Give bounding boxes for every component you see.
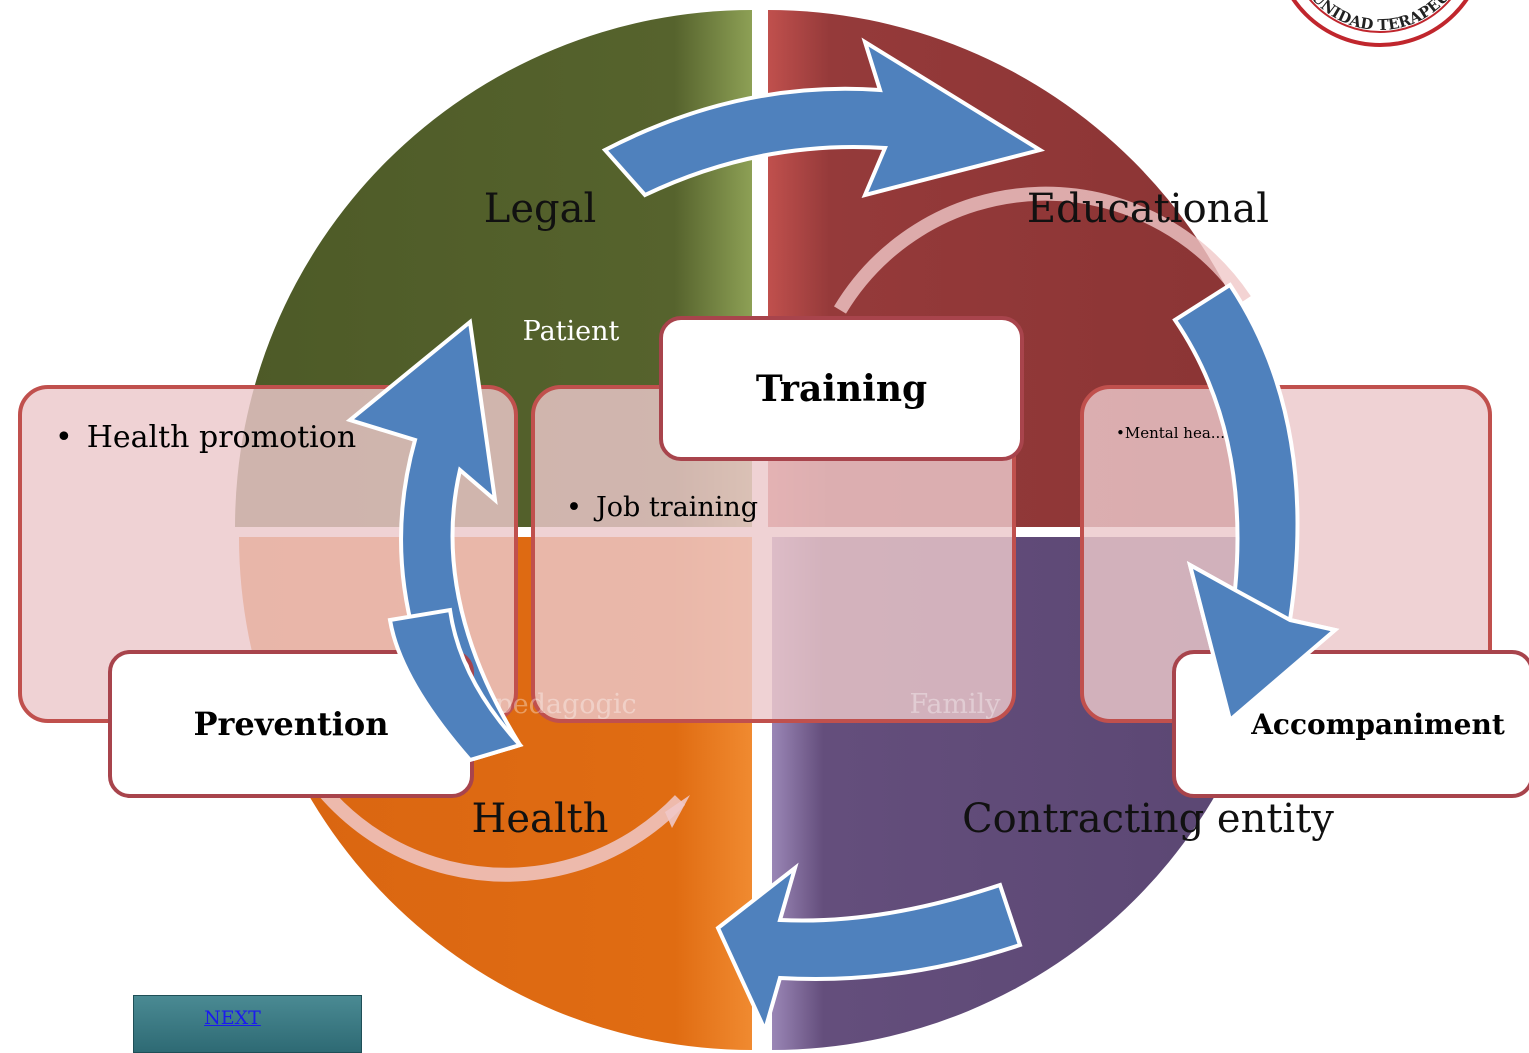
accompaniment-box: Accompaniment	[1172, 650, 1529, 798]
bullet-mental-health: •Mental hea...	[1116, 424, 1226, 442]
label-health: Health	[471, 796, 608, 842]
label-educational: Educational	[1027, 186, 1269, 232]
bullet-health-promotion: •Health promotion	[55, 420, 357, 455]
prevention-box: Prevention	[108, 650, 474, 798]
next-button[interactable]: NEXT	[133, 995, 362, 1053]
next-link[interactable]: NEXT	[204, 1007, 261, 1029]
bullet-job-training: •Job training	[566, 492, 759, 523]
label-contracting-entity: Contracting entity	[962, 796, 1334, 842]
inner-arc-arrowhead	[665, 795, 690, 828]
label-legal: Legal	[484, 186, 596, 232]
label-patient: Patient	[523, 316, 620, 347]
training-box: Training	[659, 316, 1024, 461]
seal-logo: UNIDAD TERAPEUT	[1291, 0, 1469, 47]
